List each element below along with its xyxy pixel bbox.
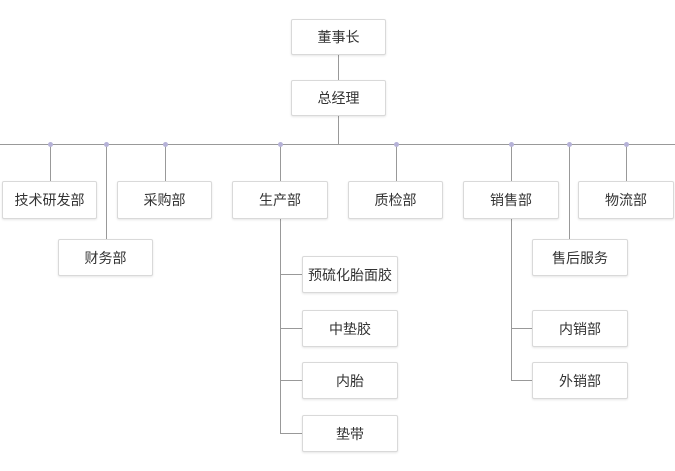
connector: [280, 328, 302, 329]
node-domestic-sales[interactable]: 内销部: [532, 310, 628, 347]
connector: [511, 144, 512, 181]
junction-dot: [278, 142, 283, 147]
junction-dot: [567, 142, 572, 147]
connector: [338, 55, 339, 80]
connector: [280, 433, 302, 434]
node-production-child[interactable]: 垫带: [302, 415, 398, 452]
junction-dot: [48, 142, 53, 147]
node-general-manager[interactable]: 总经理: [291, 80, 386, 116]
node-dept-purchasing[interactable]: 采购部: [117, 181, 212, 219]
connector: [338, 116, 339, 144]
junction-dot: [104, 142, 109, 147]
connector: [280, 274, 302, 275]
connector: [106, 144, 107, 239]
node-dept-finance[interactable]: 财务部: [58, 239, 153, 276]
node-production-child[interactable]: 中垫胶: [302, 310, 398, 347]
junction-dot: [394, 142, 399, 147]
node-dept-production[interactable]: 生产部: [232, 181, 328, 219]
connector: [396, 144, 397, 181]
connector: [165, 144, 166, 181]
connector: [511, 380, 532, 381]
connector: [569, 144, 570, 239]
connector: [280, 144, 281, 181]
node-dept-logistics[interactable]: 物流部: [578, 181, 674, 219]
connector: [511, 219, 512, 380]
connector: [511, 328, 532, 329]
junction-dot: [624, 142, 629, 147]
node-dept-tech[interactable]: 技术研发部: [2, 181, 97, 219]
node-after-sales[interactable]: 售后服务: [532, 239, 628, 276]
main-bus-line: [0, 144, 675, 145]
node-chairman[interactable]: 董事长: [291, 19, 386, 55]
node-production-child[interactable]: 内胎: [302, 362, 398, 399]
node-production-child[interactable]: 预硫化胎面胶: [302, 256, 398, 293]
junction-dot: [163, 142, 168, 147]
junction-dot: [509, 142, 514, 147]
connector: [50, 144, 51, 181]
node-dept-sales[interactable]: 销售部: [463, 181, 559, 219]
node-dept-quality[interactable]: 质检部: [348, 181, 443, 219]
node-foreign-sales[interactable]: 外销部: [532, 362, 628, 399]
connector: [280, 219, 281, 433]
connector: [626, 144, 627, 181]
connector: [280, 380, 302, 381]
